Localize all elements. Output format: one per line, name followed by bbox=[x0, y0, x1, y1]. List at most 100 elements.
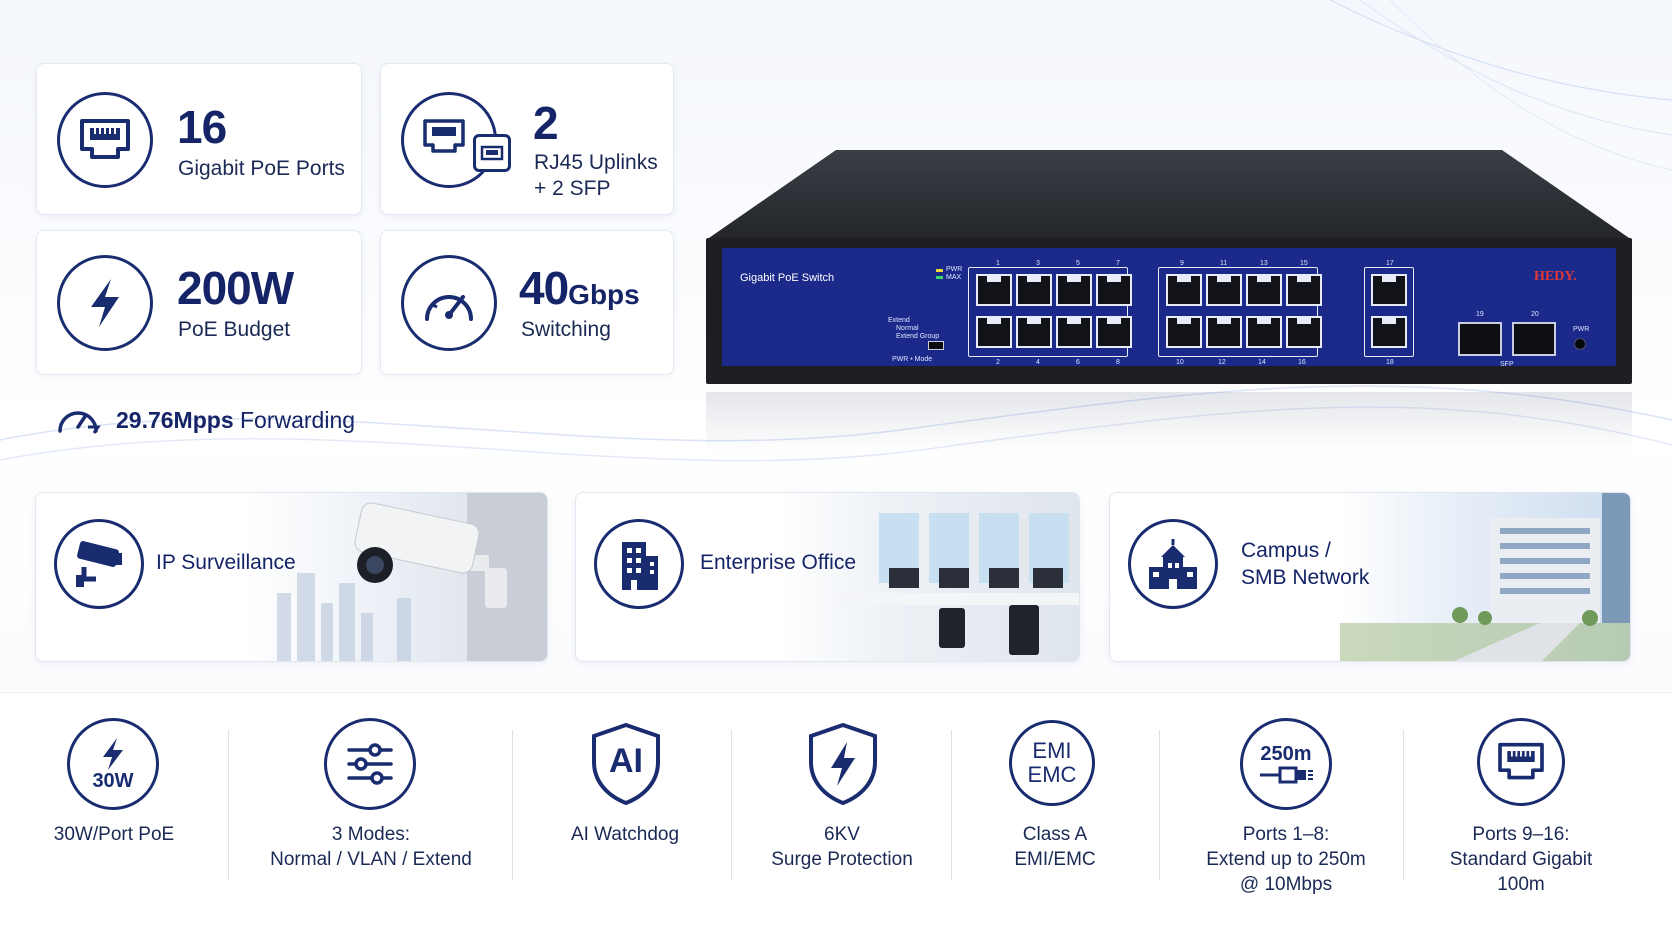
forwarding-value: 29.76Mpps bbox=[116, 407, 234, 433]
spec-label: Switching bbox=[521, 318, 611, 341]
led-pwr-label: PWR bbox=[946, 266, 963, 273]
pwr-label: PWR bbox=[1573, 326, 1590, 333]
icon-text: EMC bbox=[1027, 762, 1077, 787]
office-scene bbox=[779, 493, 1079, 661]
feature-divider bbox=[1159, 730, 1160, 880]
port-number: 8 bbox=[1116, 359, 1120, 366]
port-number: 15 bbox=[1300, 260, 1308, 267]
cable-250m-icon: 250m bbox=[1240, 718, 1332, 810]
spec-card-poe-budget: 200W PoE Budget bbox=[36, 230, 362, 375]
app-label: IP Surveillance bbox=[156, 551, 296, 574]
feature-line: AI Watchdog bbox=[570, 824, 680, 845]
led-pwr-indicator bbox=[936, 269, 943, 272]
icon-text: EMI bbox=[1032, 738, 1072, 763]
rj45-port-3[interactable] bbox=[1016, 274, 1052, 306]
icon-text: 30W bbox=[92, 770, 134, 792]
campus-building-icon bbox=[1128, 519, 1218, 609]
feature-line: 30W/Port PoE bbox=[53, 824, 175, 845]
port-number: 5 bbox=[1076, 260, 1080, 267]
poe-switch-image: Gigabit PoE Switch HEDY. PWR MAX Extend … bbox=[706, 150, 1632, 392]
security-camera-icon bbox=[54, 519, 144, 609]
mode-switch[interactable] bbox=[928, 341, 944, 350]
feature-text: 30W/Port PoE bbox=[14, 822, 214, 847]
rj45-port-7[interactable] bbox=[1096, 274, 1132, 306]
ai-shield-icon: AI bbox=[590, 722, 662, 806]
rj45-port-1[interactable] bbox=[976, 274, 1012, 306]
port-number: 12 bbox=[1218, 359, 1226, 366]
rj45-port-10[interactable] bbox=[1166, 316, 1202, 348]
port-number: 17 bbox=[1386, 260, 1394, 267]
rj45-port-11[interactable] bbox=[1206, 274, 1242, 306]
rj45-port-13[interactable] bbox=[1246, 274, 1282, 306]
spec-value-unit: Gbps bbox=[568, 279, 640, 310]
icon-text: 250m bbox=[1260, 743, 1312, 765]
rj45-port-4[interactable] bbox=[1016, 316, 1052, 348]
lightning-icon bbox=[57, 255, 153, 351]
uplink-port-icon bbox=[401, 92, 497, 188]
ethernet-port-icon bbox=[57, 92, 153, 188]
power-button[interactable] bbox=[1574, 338, 1586, 350]
emi-emc-icon: EMI EMC bbox=[1009, 720, 1095, 806]
feature-line: @ 10Mbps bbox=[1239, 874, 1333, 895]
port-number: 10 bbox=[1176, 359, 1184, 366]
port-number: 6 bbox=[1076, 359, 1080, 366]
feature-divider bbox=[1403, 730, 1404, 880]
spec-label-secondary: + 2 SFP bbox=[534, 177, 611, 200]
rj45-uplink-18[interactable] bbox=[1371, 316, 1407, 348]
app-label: Campus / bbox=[1241, 539, 1331, 562]
rj45-port-14[interactable] bbox=[1246, 316, 1282, 348]
rj45-port-6[interactable] bbox=[1056, 316, 1092, 348]
feature-line: Normal / VLAN / Extend bbox=[270, 849, 472, 870]
app-label-secondary: SMB Network bbox=[1241, 566, 1370, 589]
port-number: 2 bbox=[996, 359, 1000, 366]
spec-value: 16 bbox=[177, 101, 227, 153]
app-label: Enterprise Office bbox=[700, 551, 857, 574]
feature-divider bbox=[951, 730, 952, 880]
app-card-campus: Campus / SMB Network bbox=[1109, 492, 1631, 662]
switch-model-name: Gigabit PoE Switch bbox=[740, 272, 835, 284]
sfp-port-19[interactable] bbox=[1458, 322, 1502, 356]
rj45-port-5[interactable] bbox=[1056, 274, 1092, 306]
gauge-icon bbox=[54, 401, 102, 440]
rj45-port-2[interactable] bbox=[976, 316, 1012, 348]
rj45-port-12[interactable] bbox=[1206, 316, 1242, 348]
switch-top-cover bbox=[706, 150, 1632, 240]
port-number: 3 bbox=[1036, 260, 1040, 267]
campus-scene bbox=[1340, 493, 1630, 661]
speedometer-icon bbox=[401, 255, 497, 351]
rj45-port-8[interactable] bbox=[1096, 316, 1132, 348]
feature-line: Surge Protection bbox=[771, 849, 913, 870]
mode-line: Extend bbox=[888, 317, 910, 324]
sfp-port-20[interactable] bbox=[1512, 322, 1556, 356]
spec-label: RJ45 Uplinks bbox=[534, 151, 658, 174]
surge-shield-icon bbox=[807, 722, 879, 806]
feature-line: Ports 9–16: bbox=[1472, 824, 1570, 845]
ethernet-port-icon bbox=[1477, 718, 1565, 806]
port-number: 13 bbox=[1260, 260, 1268, 267]
spec-label: PoE Budget bbox=[178, 318, 291, 341]
port-number: 7 bbox=[1116, 260, 1120, 267]
feature-text: Ports 1–8:Extend up to 250m@ 10Mbps bbox=[1166, 822, 1406, 897]
port-group-1-8 bbox=[968, 267, 1128, 357]
led-max-indicator bbox=[936, 276, 943, 279]
port-number: 9 bbox=[1180, 260, 1184, 267]
rj45-port-15[interactable] bbox=[1286, 274, 1322, 306]
port-number: 16 bbox=[1298, 359, 1306, 366]
spec-card-switching: 40Gbps Switching bbox=[380, 230, 674, 375]
feature-text: AI Watchdog bbox=[525, 822, 725, 847]
spec-value-number: 40 bbox=[519, 262, 569, 314]
port-number: 1 bbox=[996, 260, 1000, 267]
spec-label: Gigabit PoE Ports bbox=[178, 157, 345, 180]
forwarding-text: 29.76Mpps Forwarding bbox=[116, 407, 355, 434]
feature-text: 3 Modes:Normal / VLAN / Extend bbox=[236, 822, 506, 872]
sfp-number: 20 bbox=[1531, 311, 1539, 318]
rj45-port-16[interactable] bbox=[1286, 316, 1322, 348]
port-number: 18 bbox=[1386, 359, 1394, 366]
switch-brand-logo: HEDY. bbox=[1534, 269, 1577, 284]
rj45-port-9[interactable] bbox=[1166, 274, 1202, 306]
spec-value: 2 bbox=[533, 97, 559, 149]
rj45-uplink-17[interactable] bbox=[1371, 274, 1407, 306]
